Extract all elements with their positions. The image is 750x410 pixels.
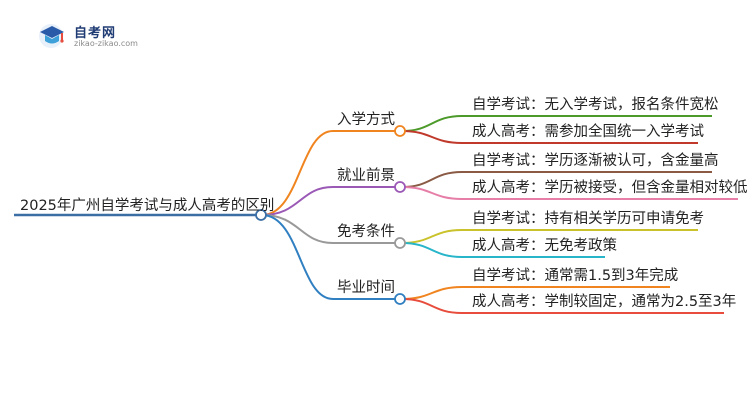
logo-name: 自考网 (74, 26, 117, 41)
branch-graduation: 毕业时间 (337, 280, 395, 296)
branch-employment: 就业前景 (337, 168, 395, 184)
root-node-dot (255, 209, 267, 221)
leaf-graduation-adult-exam: 成人高考：学制较固定，通常为2.5至3年 (472, 294, 737, 310)
branch-exemption: 免考条件 (337, 224, 395, 240)
leaf-graduation-self-study: 自学考试：通常需1.5到3年完成 (472, 268, 679, 284)
branch-admission: 入学方式 (337, 112, 395, 128)
site-logo[interactable]: 自考网 zikao-zikao.com (36, 20, 146, 54)
branch-dot (394, 293, 406, 305)
branch-dot (394, 237, 406, 249)
leaf-employment-adult-exam: 成人高考：学历被接受，但含金量相对较低 (472, 180, 748, 196)
leaf-employment-self-study: 自学考试：学历逐渐被认可，含金量高 (472, 153, 719, 169)
branch-dot (394, 181, 406, 193)
leaf-admission-self-study: 自学考试：无入学考试，报名条件宽松 (472, 97, 719, 113)
leaf-admission-adult-exam: 成人高考：需参加全国统一入学考试 (472, 124, 704, 140)
leaf-exemption-adult-exam: 成人高考：无免考政策 (472, 238, 617, 254)
leaf-exemption-self-study: 自学考试：持有相关学历可申请免考 (472, 211, 704, 227)
branch-dot (394, 125, 406, 137)
graduation-cap-icon (39, 24, 64, 48)
logo-url: zikao-zikao.com (74, 39, 138, 48)
root-topic: 2025年广州自学考试与成人高考的区别 (20, 198, 275, 214)
